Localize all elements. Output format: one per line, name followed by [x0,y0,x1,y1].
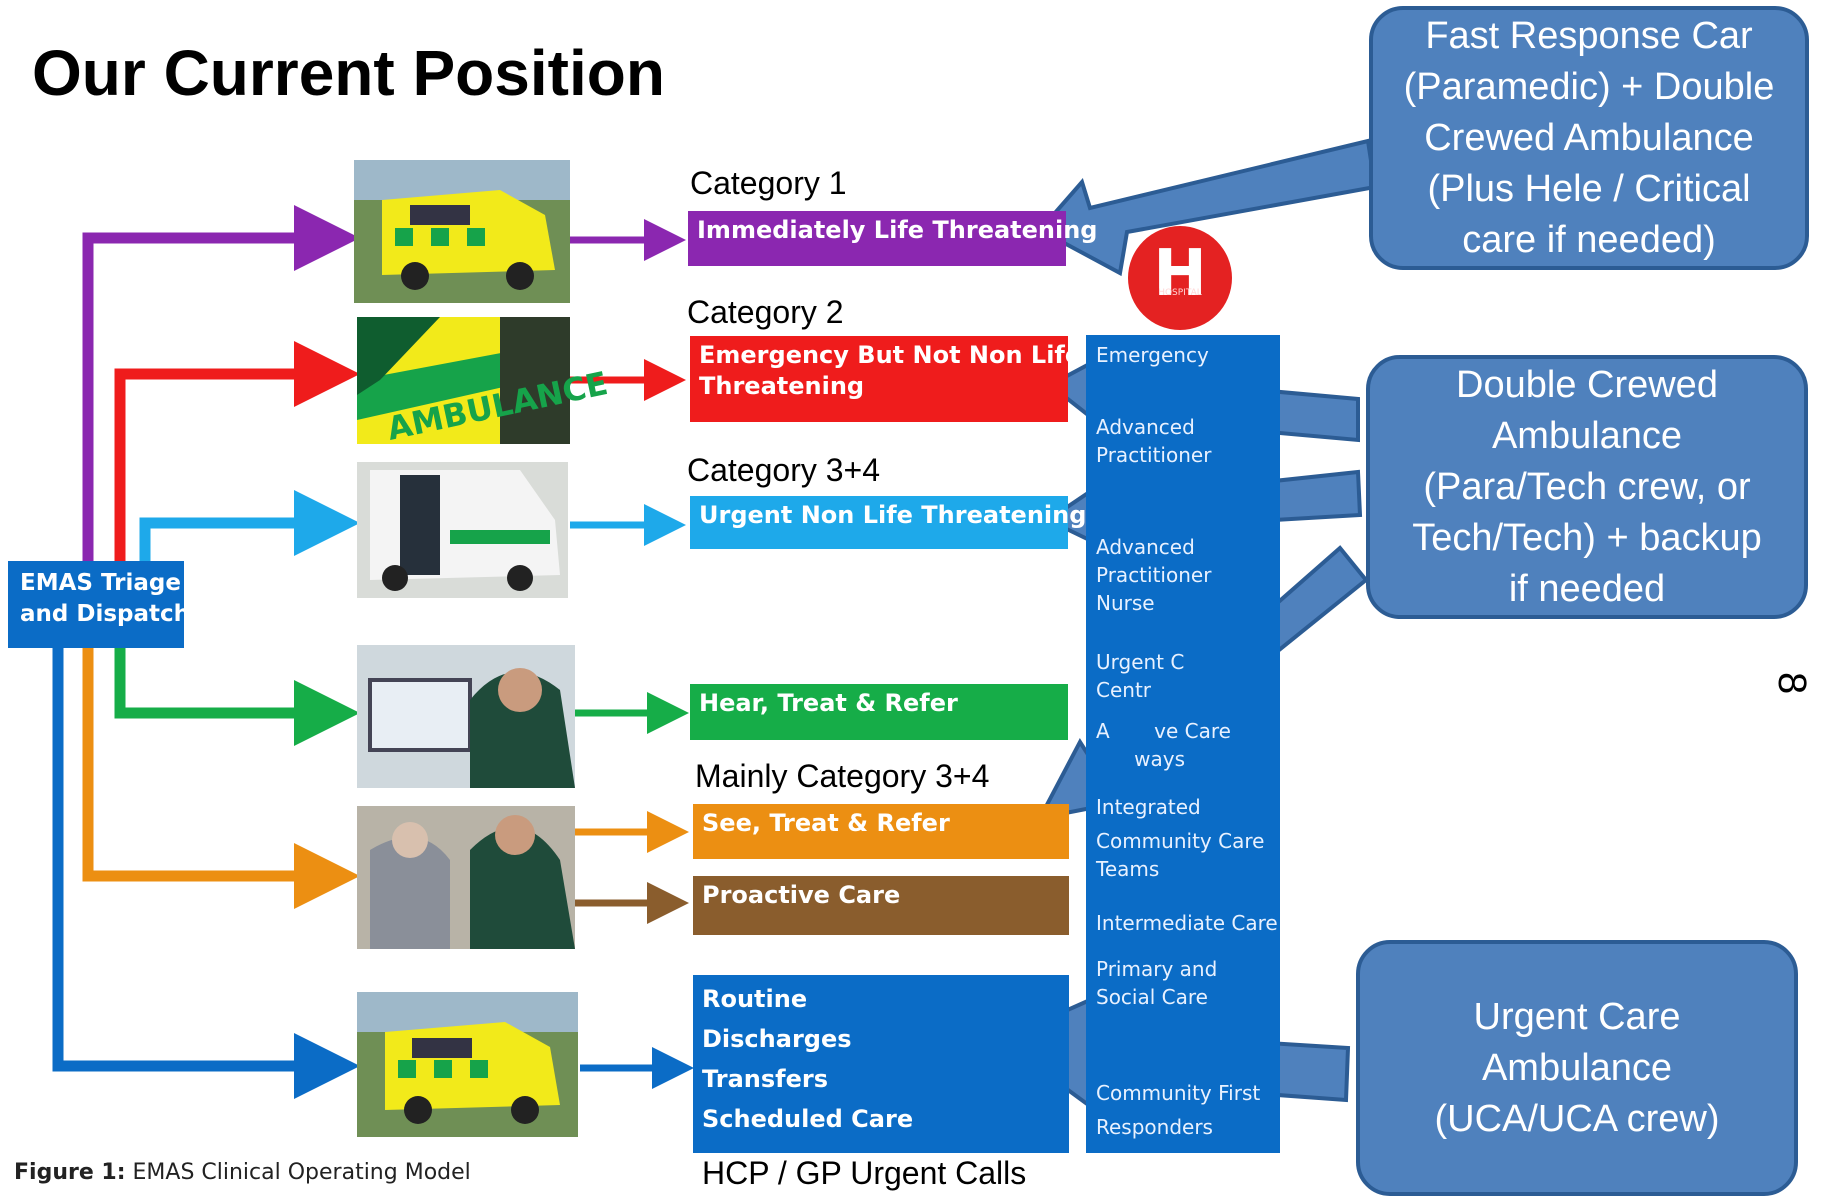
pathway-item: Intermediate Care [1096,911,1278,935]
pathway-item: Integrated Community Care Teams [1096,795,1265,881]
band-routine-scheduled: Routine Discharges Transfers Scheduled C… [693,975,1069,1153]
pathway-item: A ve Care ways [1096,719,1231,771]
figure-caption: Figure 1: EMAS Clinical Operating Model [14,1160,471,1185]
green-flow-line [114,648,360,746]
pathway-item: Primary and Social Care [1096,957,1218,1009]
pathway-item: Advanced Practitioner Nurse [1096,535,1212,615]
caption-label: Figure 1: [14,1160,126,1185]
caption-text: EMAS Clinical Operating Model [132,1160,471,1185]
mainly-category-3-4-label: Mainly Category 3+4 [695,758,990,794]
band-emergency-not-life-threatening: Emergency But Not Non Life Threatening [690,336,1081,422]
care-pathways-column: Emergency Advanced Practitioner Advanced… [1086,335,1280,1153]
fast-response-pointer-arrow [1036,138,1378,277]
pathway-item: Advanced Practitioner [1096,415,1212,467]
orange-flow-line [82,648,360,909]
ambulance-photo-2: AMBULANCE [357,317,611,448]
band-urgent-non-life-threatening: Urgent Non Life Threatening [690,496,1086,549]
category-3-4-label: Category 3+4 [687,452,881,488]
callout-double-crewed-ambulance: Double Crewed Ambulance (Para/Tech crew,… [1366,355,1808,619]
pathway-item: Emergency [1096,343,1209,367]
ambulance-photo-1 [354,160,570,303]
ambulance-photo-3 [357,462,568,598]
callout-urgent-care-ambulance: Urgent Care Ambulance (UCA/UCA crew) [1356,940,1798,1196]
pathway-item: Community First Responders [1096,1081,1261,1139]
band-immediately-life-threatening: Immediately Life Threatening [688,211,1098,266]
pathway-item: Urgent C Centr [1096,650,1185,702]
call-handler-photo [357,645,575,788]
light-blue-flow-line [139,490,360,561]
dark-blue-flow-line [52,648,360,1099]
purple-flow-line [82,205,360,561]
red-flow-line [114,341,360,561]
category-1-label: Category 1 [690,165,847,201]
dispatch-line: and Dispatch [20,601,191,627]
hospital-icon: H HOSPITAL [1128,226,1232,330]
band-see-treat-refer: See, Treat & Refer [693,804,1069,859]
hcp-gp-urgent-calls-label: HCP / GP Urgent Calls [702,1155,1027,1191]
ambulance-photo-4 [357,992,578,1137]
paramedic-visit-photo [357,806,575,949]
emas-triage-dispatch-box: EMAS Triage and Dispatch [8,561,191,648]
page-number: 8 [1770,672,1814,695]
dispatch-line: EMAS Triage [20,570,181,596]
band-proactive-care: Proactive Care [693,876,1069,935]
page-title: Our Current Position [32,37,665,109]
category-2-label: Category 2 [687,294,844,330]
callout-fast-response-car: Fast Response Car (Paramedic) + Double C… [1369,6,1809,270]
band-hear-treat-refer: Hear, Treat & Refer [690,684,1068,740]
